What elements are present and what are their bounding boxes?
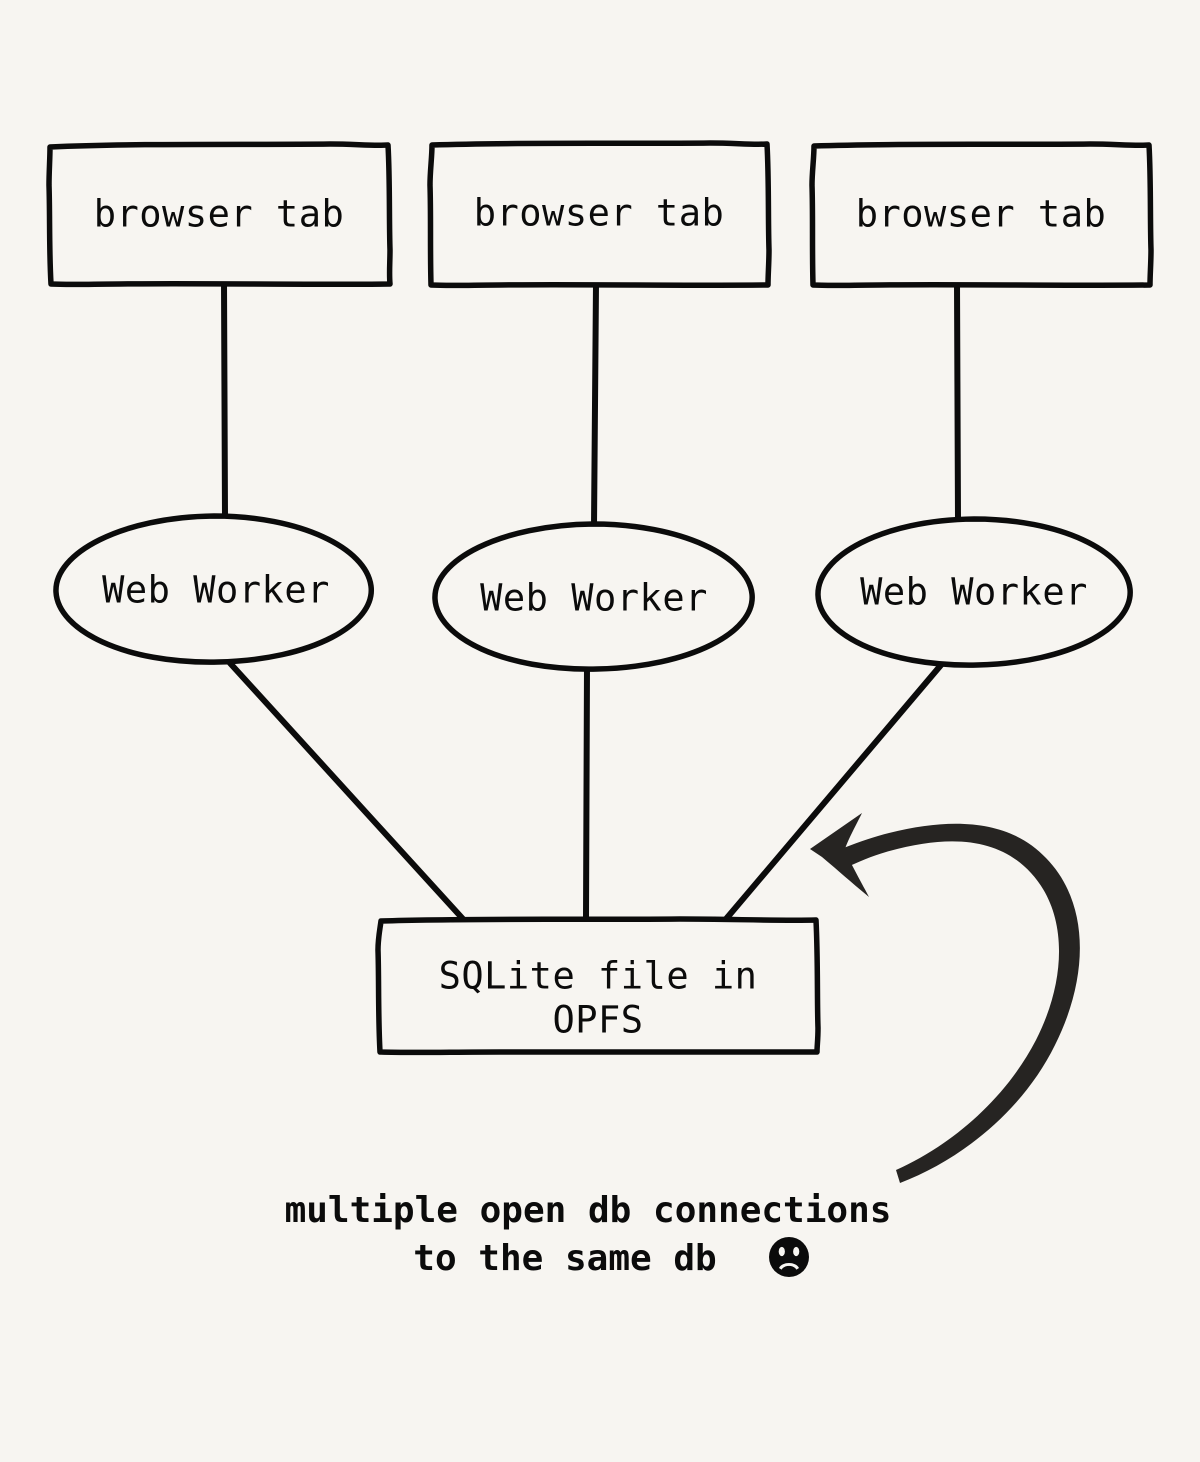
browser-tab-box-2 <box>427 140 772 289</box>
browser-tab-node-3[interactable]: browser tab <box>809 141 1154 289</box>
web-worker-node-3[interactable]: Web Worker <box>815 516 1133 668</box>
web-worker-ellipse-3 <box>815 516 1133 668</box>
browser-tab-label-2: browser tab <box>474 192 725 235</box>
edge-tab1-worker1 <box>221 279 228 520</box>
sqlite-opfs-node[interactable]: SQLite file in OPFS <box>375 916 821 1056</box>
web-worker-label-2: Web Worker <box>480 577 708 620</box>
web-worker-ellipse-2 <box>432 521 755 672</box>
browser-tab-nodes: browser tab browser tab browser tab <box>46 140 1154 289</box>
browser-tab-box-1 <box>46 141 393 288</box>
web-worker-node-1[interactable]: Web Worker <box>53 513 374 665</box>
sqlite-opfs-label-line1: SQLite file in <box>439 955 758 998</box>
web-worker-node-2[interactable]: Web Worker <box>432 521 755 672</box>
web-worker-label-3: Web Worker <box>860 571 1088 614</box>
annotation-line-1: multiple open db connections <box>285 1190 892 1231</box>
annotation-line-2: to the same db <box>413 1238 716 1279</box>
sqlite-opfs-label-line2: OPFS <box>552 999 643 1042</box>
browser-tab-label-1: browser tab <box>94 193 345 236</box>
web-worker-ellipse-1 <box>53 513 374 665</box>
callout-arrow-curve <box>834 823 1080 1183</box>
edges-worker-to-storage <box>226 659 944 922</box>
browser-tab-box-3 <box>809 141 1154 289</box>
browser-tab-label-3: browser tab <box>856 193 1107 236</box>
annotation-caption: multiple open db connections to the same… <box>285 1190 892 1279</box>
edge-tab2-worker2 <box>591 281 599 529</box>
browser-tab-node-1[interactable]: browser tab <box>46 141 393 288</box>
edge-tab3-worker3 <box>954 281 961 524</box>
callout-arrow-head <box>810 813 869 897</box>
edges-tab-to-worker <box>221 279 961 529</box>
web-worker-nodes: Web Worker Web Worker Web Worker <box>53 513 1133 672</box>
edge-worker2-storage <box>583 663 590 921</box>
frowning-face-icon <box>769 1237 809 1277</box>
edge-worker1-storage <box>226 659 466 922</box>
sqlite-opfs-box <box>375 916 821 1056</box>
browser-tab-node-2[interactable]: browser tab <box>427 140 772 289</box>
edge-worker3-storage <box>723 662 944 922</box>
web-worker-label-1: Web Worker <box>102 569 330 612</box>
callout-arrow <box>810 813 1080 1183</box>
